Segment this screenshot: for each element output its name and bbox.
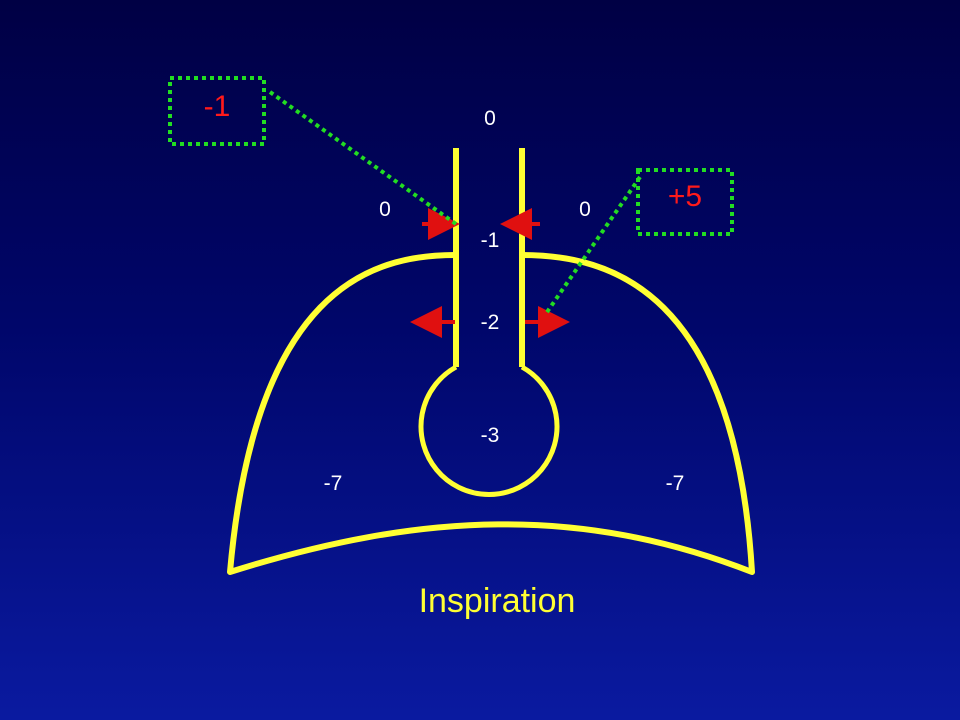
label-pleural-left: -7 [324,472,343,495]
callout-box-right [636,168,734,236]
label-alveolus: -3 [481,424,500,447]
label-airway-mid: -2 [481,311,500,334]
label-trachea-top: 0 [484,107,496,130]
label-airway-upper: -1 [481,229,500,252]
label-pleural-right: -7 [666,472,685,495]
leader-line-left [268,90,458,226]
alveolus-bulb [418,364,560,497]
diagram-caption: Inspiration [419,582,576,620]
label-left-outside: 0 [379,198,391,221]
label-right-outside: 0 [579,198,591,221]
chest-wall-outline [227,252,755,575]
leader-line-right [543,175,642,317]
callout-value-right: +5 [668,180,702,213]
callout-value-left: -1 [204,90,231,123]
